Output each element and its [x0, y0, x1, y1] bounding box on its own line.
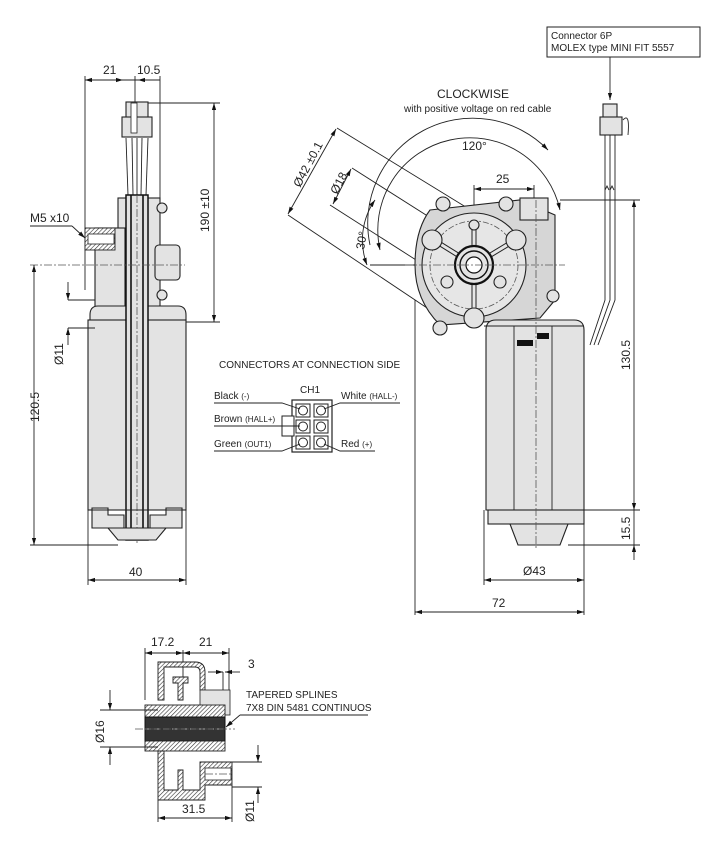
rotation-title: CLOCKWISE [437, 87, 509, 101]
pin-label-white: White (HALL-) [341, 391, 398, 402]
pin-red [316, 437, 326, 448]
dim-d18-label: Ø18 [327, 170, 350, 197]
angle-30-label: 30° [353, 230, 370, 251]
pin-black [298, 405, 308, 416]
pin-label-green: Green (OUT1) [214, 439, 272, 450]
dim-d11-label: Ø11 [52, 343, 66, 365]
housing-section-bottom [157, 750, 233, 801]
dim-10-5-label: 10.5 [137, 63, 161, 77]
housing-section-top [157, 661, 206, 701]
splines-line1: TAPERED SPLINES [246, 690, 338, 701]
connector-note-box [546, 26, 701, 58]
pin-brown [298, 421, 308, 432]
splines-line2: 7X8 DIN 5481 CONTINUOS [246, 703, 372, 714]
thread-label: M5 x10 [30, 211, 70, 225]
connector-note-line1: Connector 6P [551, 31, 612, 42]
output-gear [519, 197, 549, 221]
connectors-title: CONNECTORS AT CONNECTION SIDE [219, 360, 400, 371]
pin-label-red: Red (+) [341, 439, 372, 450]
dim-3-label: 3 [248, 657, 255, 671]
dim-190-label: 190 ±10 [198, 188, 212, 232]
pin-empty [316, 421, 326, 432]
front-view: Connector 6P MOLEX type MINI FIT 5557 CL… [287, 26, 701, 615]
dim-d16-label: Ø16 [93, 720, 107, 743]
dim-17-2-label: 17.2 [151, 635, 175, 649]
connector-pinout: CONNECTORS AT CONNECTION SIDE CH1 Black … [214, 360, 400, 453]
angle-120-label: 120° [462, 139, 487, 153]
dim-40-label: 40 [129, 565, 143, 579]
channel-label: CH1 [300, 385, 320, 396]
side-view: 21 10.5 190 ±10 M5 x10 [28, 63, 220, 585]
dim-25-label: 25 [496, 172, 510, 186]
dim-d11-section-label: Ø11 [243, 800, 257, 822]
pin-white [316, 405, 326, 416]
cable-connector [599, 116, 623, 136]
dim-d42-label: Ø42 ±0.1 [290, 139, 326, 189]
dim-21-label: 21 [103, 63, 117, 77]
dim-21-section-label: 21 [199, 635, 213, 649]
section-view: 17.2 21 3 Ø16 TAPERED SPLINES 7X8 DIN 54… [93, 635, 372, 822]
dim-15-5-label: 15.5 [619, 516, 633, 540]
dim-31-5-label: 31.5 [182, 802, 206, 816]
rotation-subtitle: with positive voltage on red cable [403, 104, 552, 115]
dim-72-label: 72 [492, 596, 506, 610]
dim-120-5-label: 120.5 [28, 392, 42, 422]
motor-can-front [485, 319, 585, 511]
pin-label-brown: Brown (HALL+) [214, 414, 275, 425]
pin-green [298, 437, 308, 448]
dim-d43-label: Ø43 [523, 564, 546, 578]
dim-130-5-label: 130.5 [619, 340, 633, 370]
pin-label-black: Black (-) [214, 391, 250, 402]
connector-note-line2: MOLEX type MINI FIT 5557 [551, 43, 675, 54]
